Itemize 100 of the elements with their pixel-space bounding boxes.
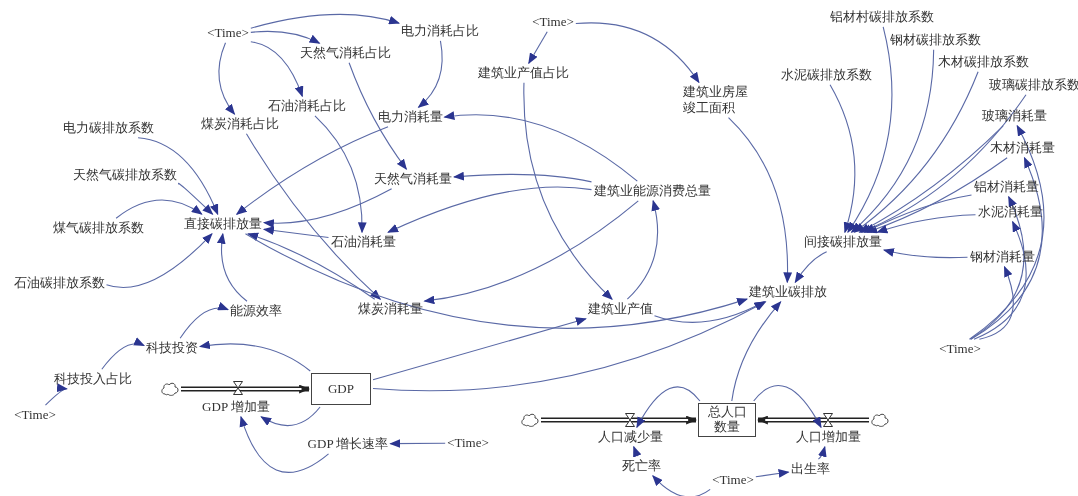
variable-label: 煤气碳排放系数 (52, 220, 144, 236)
causal-arrow (860, 94, 1027, 233)
causal-arrow (177, 182, 214, 215)
causal-arrow (817, 445, 827, 460)
causal-arrow (262, 188, 393, 228)
variable-label: 出生率 (790, 461, 830, 477)
variable-label: 钢材碳排放系数 (889, 32, 981, 48)
causal-arrow (250, 30, 321, 44)
causal-arrow (314, 115, 367, 234)
causal-arrow (262, 226, 330, 239)
causal-arrow (101, 337, 146, 370)
variable-label: 铝材村碳排放系数 (830, 9, 934, 25)
causal-arrow (853, 71, 979, 233)
variable-label: 间接碳排放量 (804, 234, 882, 250)
variable-label: 电力消耗占比 (401, 23, 479, 39)
causal-arrow (372, 317, 587, 381)
causal-arrow (528, 31, 548, 65)
causal-arrow (389, 439, 446, 448)
variable-label: 水泥消耗量 (977, 204, 1043, 220)
variable-label: 建筑业碳排放 (749, 284, 827, 300)
flow-rate-label: 人口增加量 (795, 429, 861, 445)
causal-arrow (523, 82, 613, 300)
variable-label: 建筑业能源消费总量 (593, 183, 711, 199)
flow-pipe (541, 415, 698, 425)
variable-label: 电力消耗量 (377, 109, 443, 125)
causal-arrow (372, 301, 767, 392)
variable-label: 煤炭消耗量 (357, 301, 423, 317)
causal-arrow (969, 195, 1025, 340)
causal-arrow (850, 49, 935, 233)
causal-arrow (636, 386, 701, 429)
causal-arrow (753, 385, 822, 429)
causal-arrow (348, 62, 408, 171)
causal-arrow (244, 233, 749, 329)
causal-arrow (731, 300, 782, 402)
variable-label: 石油消耗量 (330, 234, 396, 250)
causal-arrow (217, 232, 248, 302)
causal-arrow (858, 125, 1004, 233)
flow-rate-label: GDP 增加量 (202, 399, 270, 415)
cloud-symbol (871, 412, 889, 428)
causal-arrow (240, 415, 330, 473)
causal-arrow (847, 26, 893, 234)
cloud-symbol (161, 381, 179, 397)
variable-label: 死亡率 (621, 458, 661, 474)
causal-arrow (633, 445, 642, 458)
causal-arrow (978, 265, 1014, 340)
variable-label: 科技投资 (146, 340, 198, 356)
variable-label: 煤炭消耗占比 (201, 116, 279, 132)
causal-arrow (443, 111, 638, 182)
variable-label: 能源效率 (230, 303, 282, 319)
variable-label: 天然气消耗占比 (299, 45, 391, 61)
variable-label: 天然气消耗量 (374, 171, 452, 187)
variable-label: 建筑业产值 (587, 301, 653, 317)
variable-label: 直接碳排放量 (184, 216, 262, 232)
causal-arrow (198, 340, 311, 372)
variable-label: 建筑业房屋竣工面积 (682, 84, 748, 116)
causal-arrow (863, 194, 973, 233)
causal-arrow (973, 220, 1027, 340)
causal-arrow (44, 384, 68, 406)
variable-label: 木材消耗量 (989, 140, 1055, 156)
causal-arrow (235, 126, 389, 215)
causal-arrow (105, 233, 213, 289)
causal-arrow (179, 302, 230, 339)
causal-arrow (876, 214, 977, 234)
flow-pipe (756, 415, 869, 425)
variable-label: 木材碳排放系数 (937, 54, 1029, 70)
variable-label: <Time> (532, 14, 574, 30)
causal-arrow (218, 42, 236, 116)
causal-arrow (250, 13, 401, 29)
causal-arrow (115, 199, 203, 219)
flow-rate-label: 人口减少量 (597, 429, 663, 445)
causal-arrow (626, 199, 660, 300)
causal-arrow (652, 475, 711, 496)
variable-label: <Time> (14, 407, 56, 423)
variable-label: 科技投入占比 (54, 371, 132, 387)
causal-arrow (260, 406, 321, 427)
variable-label: <Time> (207, 25, 249, 41)
causal-arrow (452, 171, 593, 183)
cloud-symbol (521, 412, 539, 428)
causal-arrow (829, 84, 856, 234)
causal-arrow (387, 186, 593, 233)
variable-label: 石油碳排放系数 (13, 275, 105, 291)
causal-arrow (247, 232, 376, 300)
variable-label: 水泥碳排放系数 (780, 67, 872, 83)
causal-arrow (653, 301, 766, 323)
stock-box: 总人口数量 (698, 403, 756, 437)
variable-label: <Time> (939, 341, 981, 357)
causal-arrow (137, 137, 219, 216)
causal-arrow (250, 41, 303, 98)
causal-arrow (866, 157, 1008, 234)
causal-arrow (794, 251, 828, 284)
variable-label: <Time> (447, 435, 489, 451)
variable-label: 石油消耗占比 (268, 98, 346, 114)
variable-label: 建筑业产值占比 (477, 65, 569, 81)
variable-label: GDP 增长速率 (307, 436, 389, 452)
causal-arrow (423, 200, 639, 305)
causal-arrow (575, 22, 700, 84)
causal-arrow (970, 156, 1043, 340)
causal-arrow (755, 469, 790, 478)
variable-label: 电力碳排放系数 (62, 120, 154, 136)
variable-label: 天然气碳排放系数 (73, 167, 177, 183)
